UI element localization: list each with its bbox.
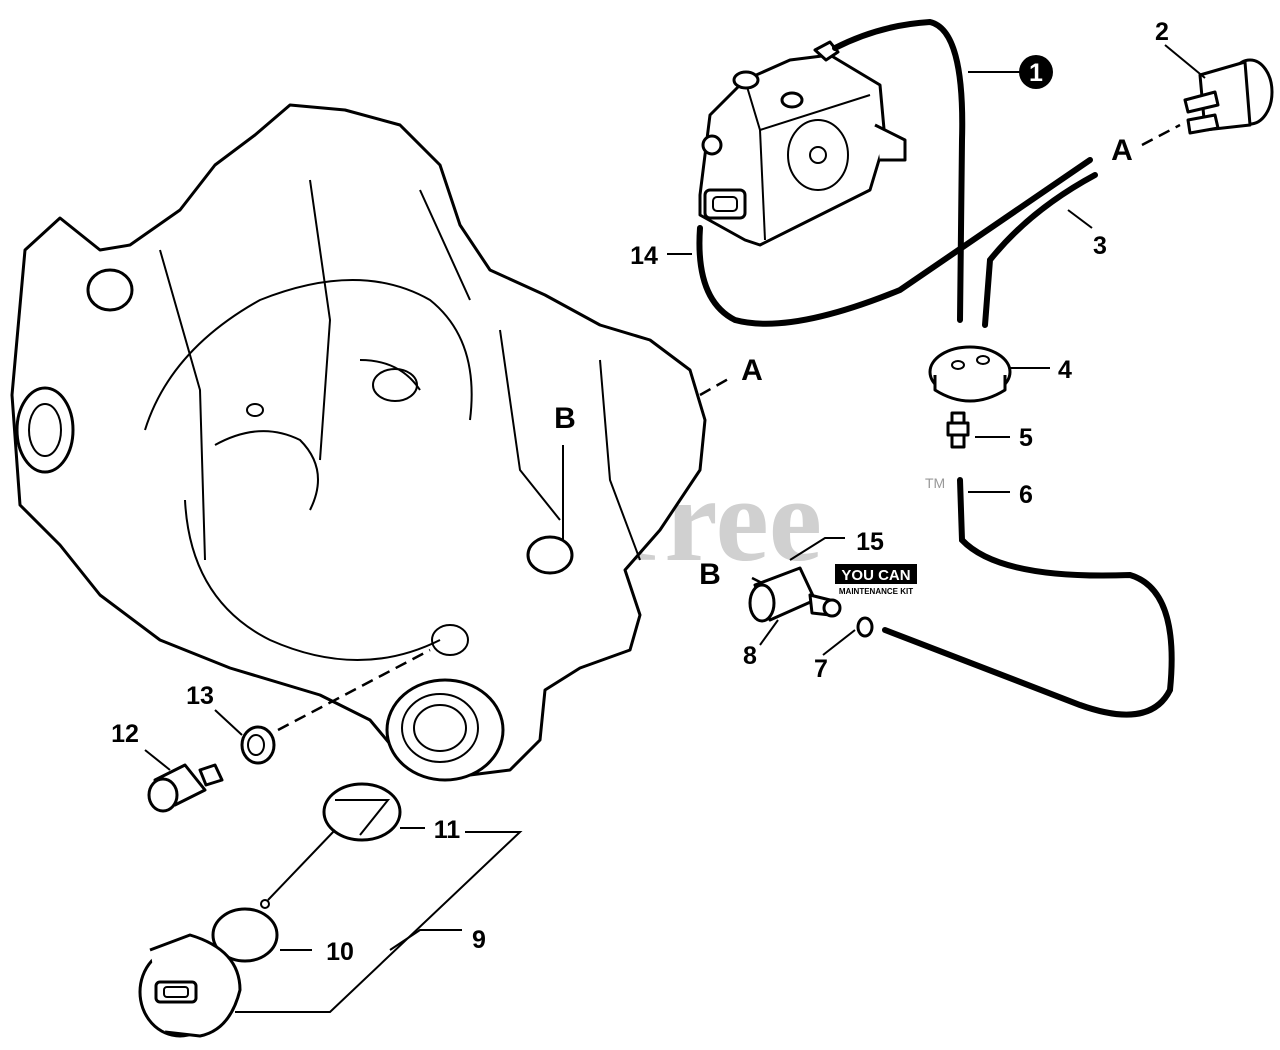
callout-10: 10 [326, 938, 354, 966]
plug-12[interactable] [147, 763, 224, 813]
o-ring-10[interactable] [211, 907, 279, 963]
callout-11: 11 [434, 816, 461, 844]
leader-12 [144, 749, 171, 771]
callout-13: 13 [186, 682, 214, 710]
leader-9 [235, 831, 523, 1013]
leader-7 [822, 629, 856, 656]
callout-2: 2 [1155, 18, 1169, 46]
callout-4: 4 [1058, 356, 1072, 384]
connector-a-primer: A [1111, 134, 1133, 167]
badge-line2: MAINTENANCE KIT [839, 587, 913, 596]
watermark-tm: TM [925, 475, 945, 491]
callout-15: 15 [856, 528, 884, 556]
callout-5: 5 [1019, 424, 1033, 452]
grommet-4[interactable] [928, 345, 1012, 403]
callout-9: 9 [472, 926, 486, 954]
carburetor[interactable] [698, 40, 907, 247]
connector-b-housing: B [554, 402, 576, 435]
fuel-cap-9[interactable] [138, 933, 242, 1038]
primer-bulb-2[interactable] [1183, 58, 1274, 135]
dash-line-13 [277, 648, 431, 732]
connector-a-housing: A [741, 354, 763, 387]
callout-1: 1 [1029, 59, 1043, 87]
leader-2 [1164, 44, 1206, 79]
badge-line1: YOU CAN [841, 567, 910, 584]
maintenance-kit-badge: YOU CAN MAINTENANCE KIT [835, 564, 917, 596]
crankcase-housing[interactable] [10, 103, 707, 782]
dash-line-a-housing [699, 376, 731, 397]
callout-8: 8 [743, 642, 757, 670]
fuel-hose-1[interactable] [832, 18, 966, 323]
dash-line-a-primer [1141, 123, 1181, 147]
callout-1-badge [1019, 55, 1053, 89]
leader-9-bracket [389, 929, 462, 951]
grommet-13[interactable] [240, 725, 276, 765]
callout-7: 7 [814, 655, 828, 683]
fuel-hose-6[interactable] [882, 477, 1175, 718]
leader-13 [214, 709, 243, 736]
callout-12: 12 [111, 720, 139, 748]
fuel-filter-8[interactable] [748, 566, 842, 623]
o-ring-7[interactable] [856, 616, 874, 638]
fuel-hose-3[interactable] [982, 172, 1098, 328]
seal-11[interactable] [260, 782, 402, 909]
hose-connector-5[interactable] [946, 411, 970, 449]
fuel-hose-14[interactable] [696, 157, 1093, 327]
leader-3 [1067, 209, 1093, 229]
callout-14: 14 [630, 242, 658, 270]
leader-15 [789, 537, 845, 561]
dash-line-b-filter [751, 576, 769, 588]
connector-b-filter: B [699, 558, 721, 591]
leader-8 [759, 619, 779, 646]
callout-3: 3 [1093, 232, 1107, 260]
callout-6: 6 [1019, 481, 1033, 509]
